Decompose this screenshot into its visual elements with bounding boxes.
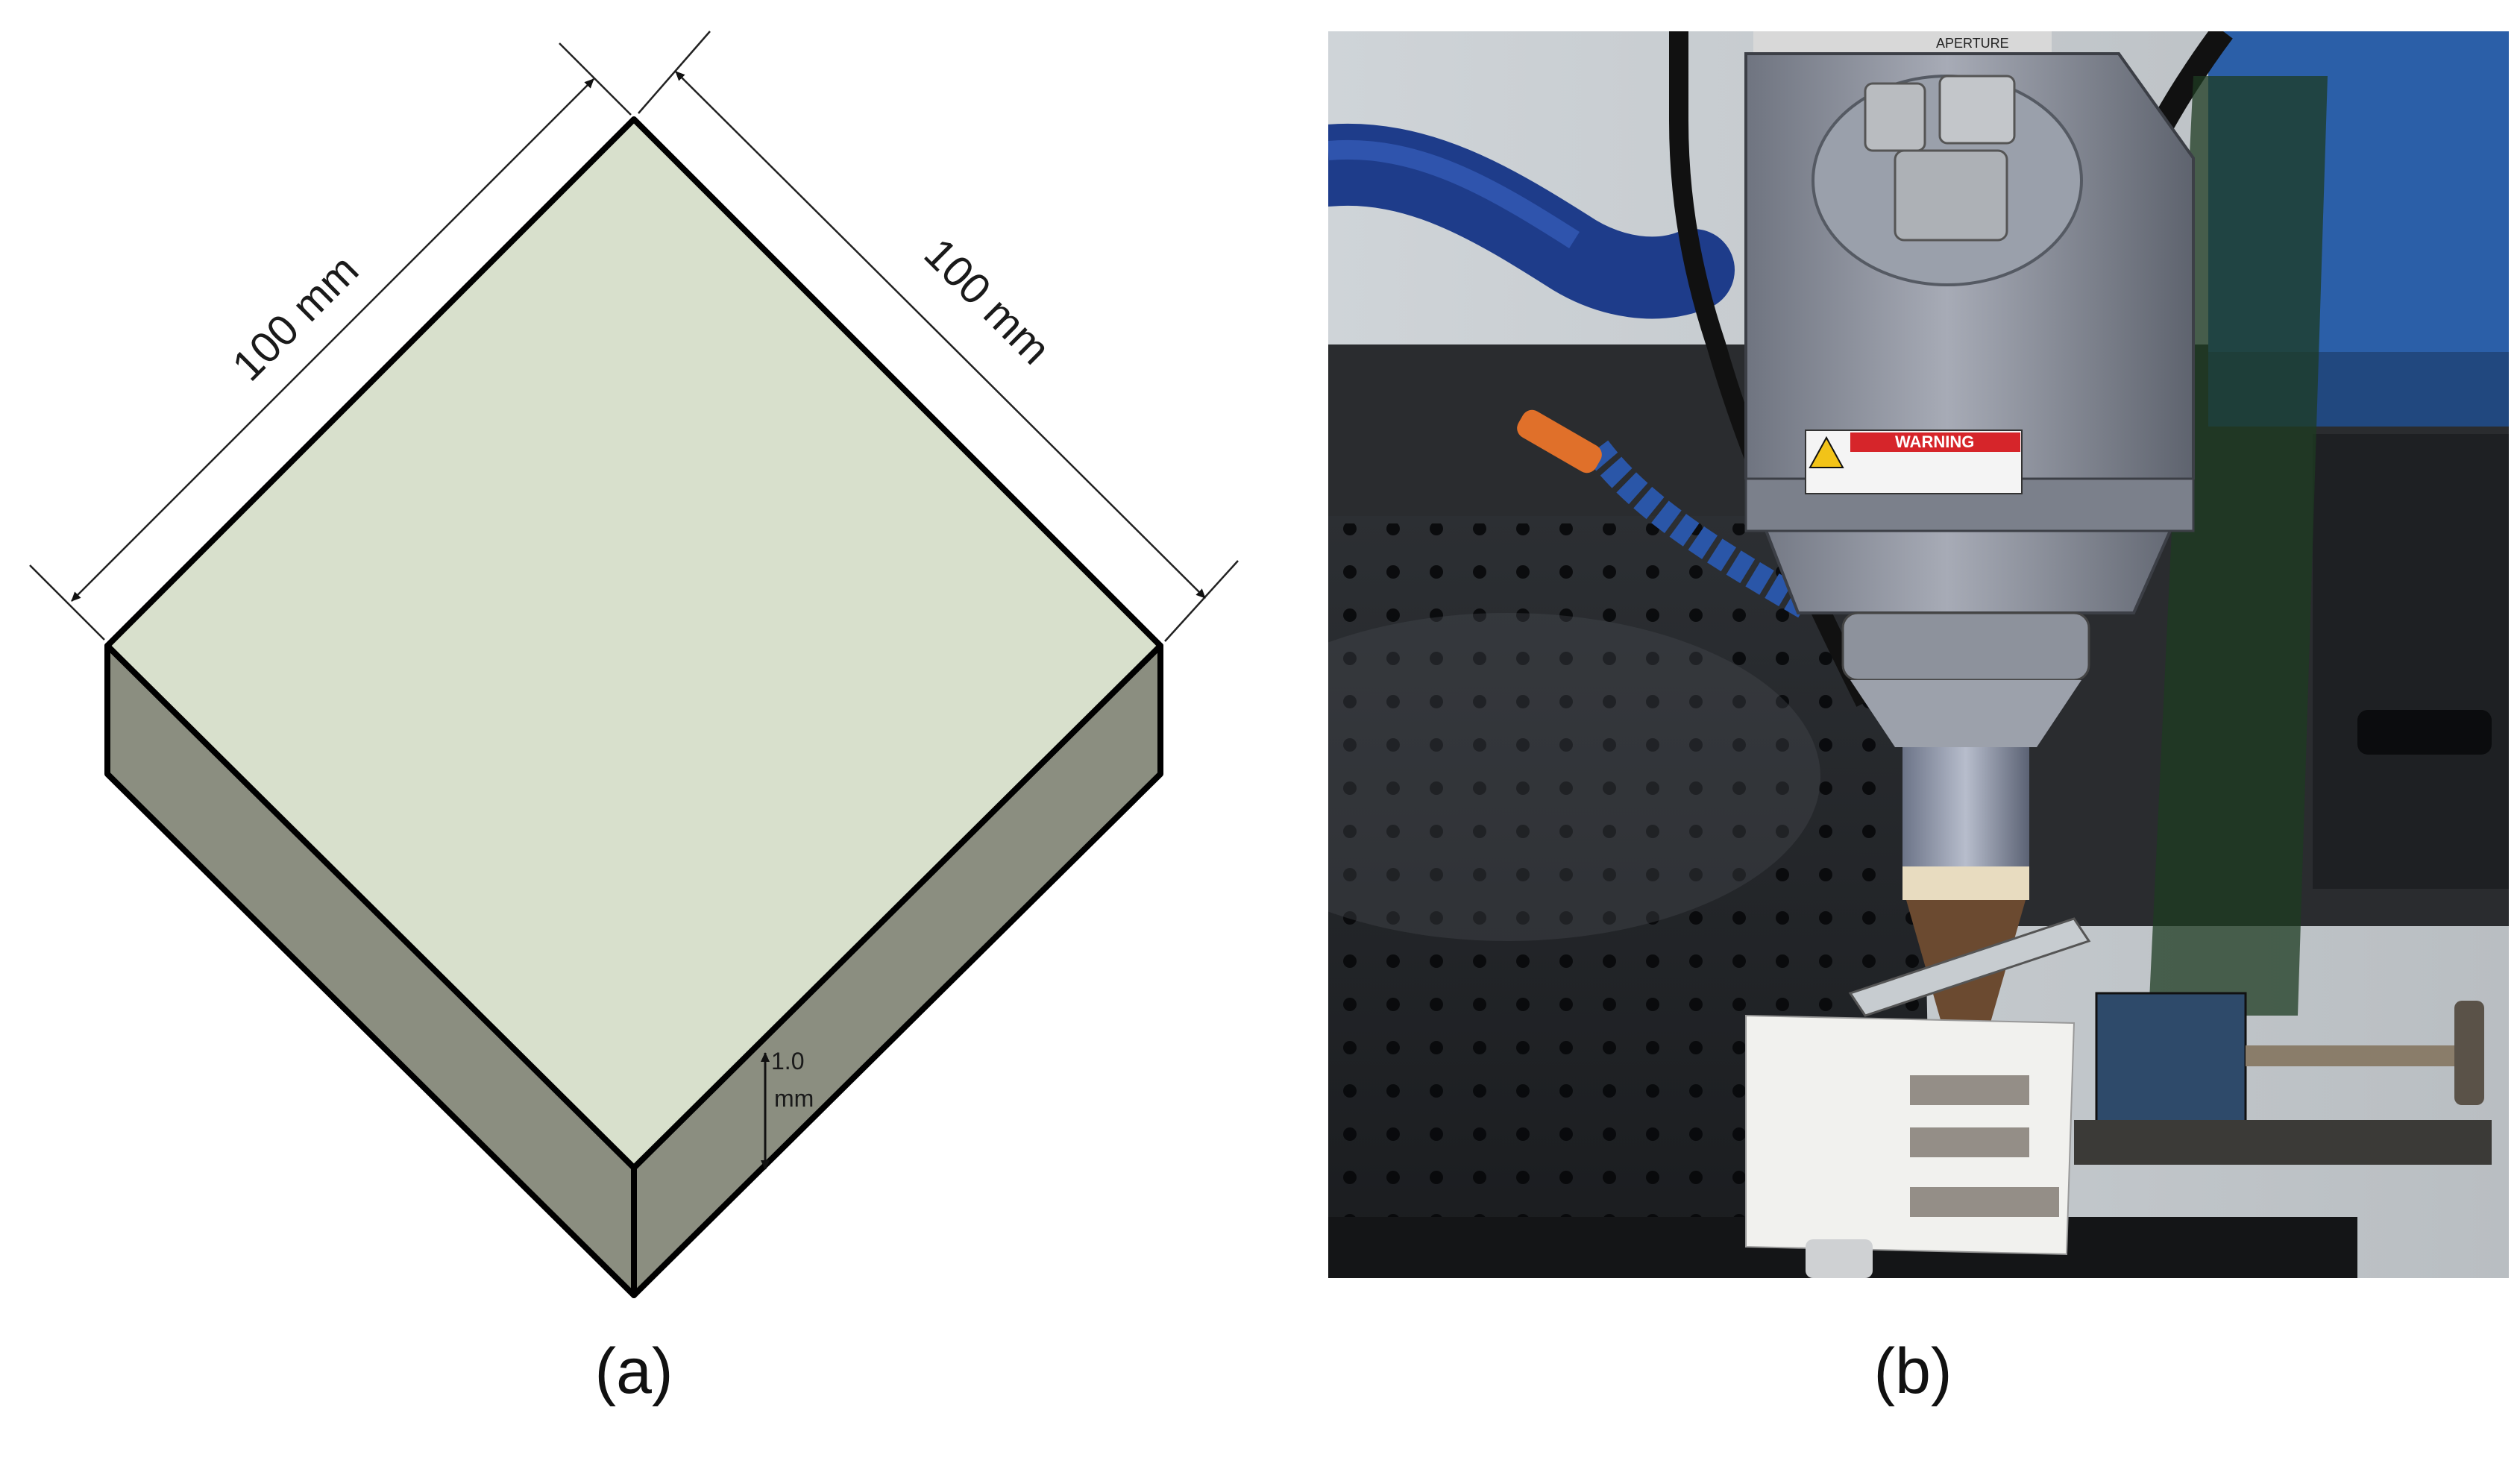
laser-head-photo: APERTURE WARNING: [1328, 31, 2509, 1278]
printed-pattern-2: [1910, 1127, 2029, 1157]
caption-a: (a): [594, 1335, 673, 1407]
extension-line-right: [1164, 560, 1239, 642]
dimension-line-right: [675, 71, 1206, 599]
printed-pattern-3: [1910, 1187, 2059, 1217]
blue-hose-highlight: [1328, 140, 1580, 248]
vise-body: [2095, 992, 2247, 1129]
table-reflection: [1328, 613, 1820, 941]
nozzle-collar: [1841, 611, 2090, 682]
enclosure-slot: [2357, 710, 2492, 755]
vise-screw: [2246, 1045, 2469, 1066]
orange-valve: [1517, 409, 1602, 473]
extension-line-left: [29, 564, 105, 641]
caption-b: (b): [1873, 1335, 1952, 1407]
extension-line-top-b: [638, 31, 711, 114]
printed-pattern-1: [1910, 1075, 2029, 1105]
dimension-label-right: 100 mm: [915, 229, 1060, 374]
thickness-label-value: 1.0: [771, 1048, 804, 1075]
blue-segmented-pipe: [1585, 440, 1813, 618]
nozzle-cream-ring: [1902, 866, 2029, 900]
laser-hazard-icon: [1809, 435, 1844, 468]
blue-hose: [1328, 124, 1735, 319]
aperture-label: APERTURE: [1936, 36, 2009, 51]
dimension-label-left: 100 mm: [223, 245, 368, 390]
clamp-bar: [1848, 917, 2091, 1017]
warning-label-text: WARNING: [1895, 432, 1974, 451]
warning-label-header: [1850, 432, 2020, 452]
black-enclosure: [2313, 434, 2509, 889]
support-block: [1806, 1239, 1873, 1278]
head-top-plate: [1753, 31, 2052, 54]
thickness-label-unit: mm: [774, 1085, 814, 1112]
vise-base: [2074, 1120, 2492, 1165]
fitting-3: [1894, 149, 2008, 242]
fitting-1: [1864, 82, 1926, 152]
nozzle-cone-upper: [1850, 680, 2081, 747]
fitting-2: [1938, 75, 2016, 145]
plate-top-face: [104, 116, 1163, 1171]
vise-handle: [2454, 1001, 2484, 1105]
extension-line-top-a: [559, 43, 632, 116]
nozzle-body: [1902, 747, 2029, 874]
dimension-line-left: [71, 78, 594, 602]
